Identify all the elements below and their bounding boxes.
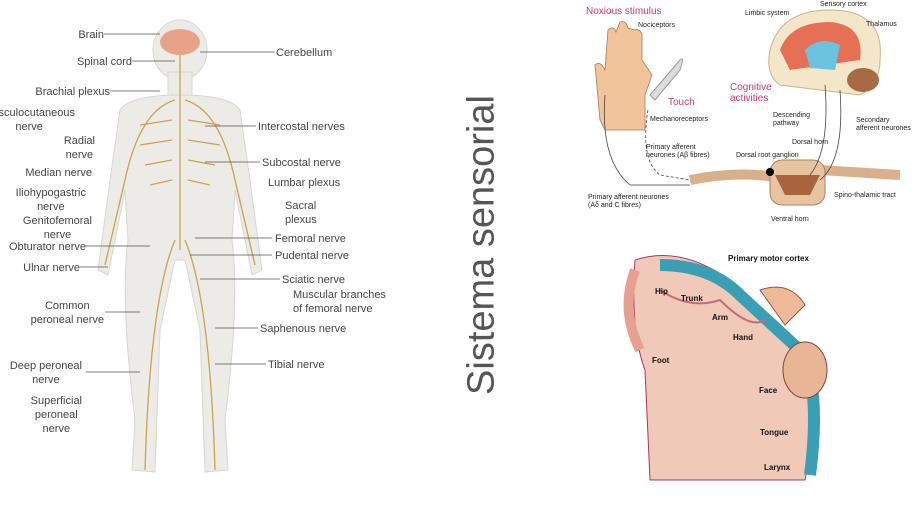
foot-label: Foot — [652, 356, 670, 365]
nerve-label: Genitofemoral nerve — [22, 215, 92, 241]
nerve-label: Sacral plexus — [285, 200, 317, 226]
primary-afferent-ad-label: Primary afferent neurones (Aδ and C fibr… — [588, 194, 669, 209]
nerve-label: Median nerve — [25, 167, 92, 179]
nerve-label: Saphenous nerve — [260, 323, 347, 335]
nerve-label: Common peroneal nerve — [30, 300, 104, 326]
tongue-label: Tongue — [760, 428, 789, 437]
nervous-system-illustration — [80, 19, 280, 473]
nerve-label: Femoral nerve — [275, 233, 346, 245]
motor-cortex-illustration — [623, 255, 828, 481]
nerve-label: Ulnar nerve — [23, 262, 80, 274]
nerve-label: Spinal cord — [76, 56, 132, 68]
mechanoreceptors-label: Mechanoreceptors — [650, 116, 708, 123]
dorsal-root-ganglion-label: Dorsal root ganglion — [736, 152, 799, 159]
nerve-label: Cerebellum — [276, 47, 333, 59]
nerve-label: Lumbar plexus — [268, 177, 341, 189]
nerve-label: Obturator nerve — [8, 241, 86, 253]
ventral-horn-label: Ventral horn — [771, 216, 809, 223]
nerve-label: Superficial peroneal nerve — [30, 395, 82, 435]
nerve-label: Sciatic nerve — [282, 274, 345, 286]
trunk-label: Trunk — [681, 294, 703, 303]
secondary-afferent-label: Secondary afferent neurones — [856, 117, 911, 132]
nerve-label: Subcostal nerve — [262, 157, 341, 169]
nerve-label: Brachial plexus — [35, 86, 110, 98]
pain-pathway-illustration — [594, 9, 901, 206]
nerve-label: Brain — [78, 29, 104, 41]
nerve-label: Tibial nerve — [268, 359, 325, 371]
sensory-cortex-label: Sensory cortex — [820, 1, 867, 8]
nerve-label: Iliohypogastric nerve — [15, 187, 86, 213]
nerve-label: Radial nerve — [63, 135, 95, 161]
thalamus-label: Thalamus — [866, 21, 897, 28]
touch-label: Touch — [668, 97, 695, 108]
arm-label: Arm — [712, 313, 729, 322]
hand-label: Hand — [733, 333, 753, 342]
nerve-label: Intercostal nerves — [258, 121, 345, 133]
nerve-label: Pudental nerve — [275, 250, 349, 262]
larynx-label: Larynx — [764, 463, 791, 472]
nociceptors-label: Nociceptors — [638, 22, 675, 29]
nerve-label: Musculocutaneous nerve — [0, 107, 75, 133]
noxious-stimulus-label: Noxious stimulus — [586, 6, 662, 17]
primary-motor-cortex-label: Primary motor cortex — [728, 254, 809, 263]
dorsal-horn-label: Dorsal horn — [792, 139, 829, 146]
cognitive-activities-label: Cognitive activities — [730, 82, 772, 104]
slide-title: Sistema sensorial — [460, 95, 503, 395]
nerve-label: Muscular branches of femoral nerve — [293, 289, 386, 315]
primary-afferent-ab-label: Primary afferent neurones (Aβ fibres) — [646, 144, 710, 159]
spino-thalamic-tract-label: Spino-thalamic tract — [834, 192, 896, 199]
hip-label: Hip — [655, 287, 668, 296]
descending-pathway-label: Descending pathway — [773, 112, 810, 127]
face-label: Face — [759, 386, 778, 395]
limbic-system-label: Limbic system — [745, 10, 790, 17]
nerve-label: Deep peroneal nerve — [9, 360, 82, 386]
